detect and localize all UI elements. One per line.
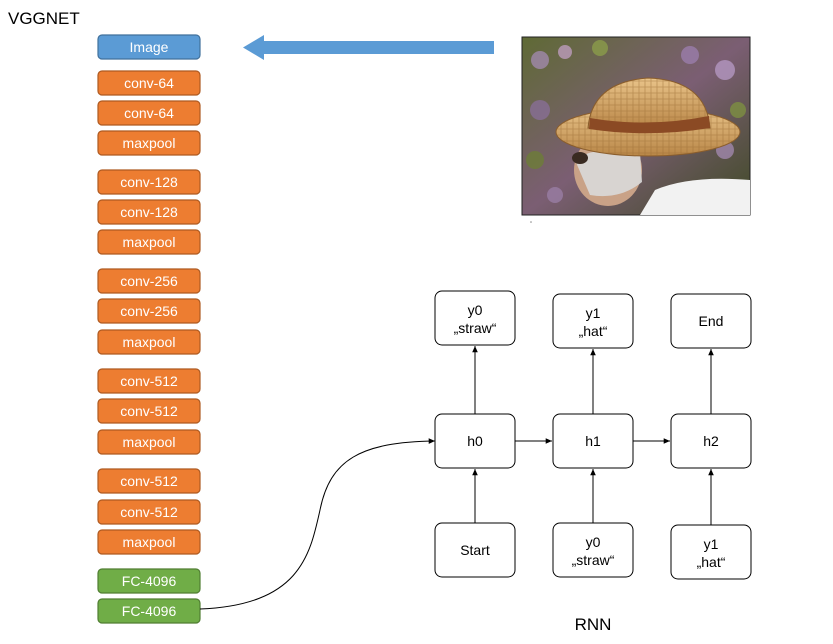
rnn-input-1: y0 „straw“ — [552, 522, 634, 578]
vgg-layer-box — [97, 229, 201, 255]
rnn-input-2-sublabel: „hat“ — [697, 554, 726, 570]
vgg-layer-label: conv-128 — [120, 174, 178, 190]
rnn-hidden-h0: h0 — [434, 413, 516, 469]
fc-to-h0-connector — [199, 438, 436, 610]
rnn-output-1: y1 „hat“ — [552, 293, 634, 349]
vgg-layer-10: conv-512 — [97, 368, 201, 394]
vgg-layer-8: conv-256 — [97, 298, 201, 324]
vgg-layer-label: maxpool — [123, 534, 176, 550]
vggnet-title: VGGNET — [8, 9, 80, 28]
vgg-layer-12: maxpool — [97, 429, 201, 455]
vgg-layer-box — [97, 268, 201, 294]
rnn-input-1-label: y0 — [586, 534, 601, 550]
vgg-layer-box — [97, 468, 201, 494]
vgg-layer-box — [97, 100, 201, 126]
vgg-layer-label: conv-256 — [120, 303, 178, 319]
rnn-input-0-label: Start — [460, 542, 490, 558]
vgg-layer-2: conv-64 — [97, 100, 201, 126]
vgg-layer-4: conv-128 — [97, 169, 201, 195]
vgg-layer-14: conv-512 — [97, 499, 201, 525]
vgg-layer-label: conv-512 — [120, 373, 178, 389]
vgg-layer-box — [97, 529, 201, 555]
rnn-input-2-box — [670, 524, 752, 580]
vgg-layer-box — [97, 568, 201, 594]
vgg-layer-3: maxpool — [97, 130, 201, 156]
rnn-input-2: y1 „hat“ — [670, 524, 752, 580]
rnn-output-0-box — [434, 290, 516, 346]
image-input-box: Image — [97, 34, 201, 60]
rnn-output-2: End — [670, 293, 752, 349]
rnn-output-1-sublabel: „hat“ — [579, 323, 608, 339]
vgg-layer-label: conv-64 — [124, 75, 174, 91]
vgg-layer-5: conv-128 — [97, 199, 201, 225]
vgg-layer-15: maxpool — [97, 529, 201, 555]
vgg-layer-box — [97, 70, 201, 96]
vgg-layer-label: maxpool — [123, 234, 176, 250]
vgg-layer-box — [97, 298, 201, 324]
vgg-layer-6: maxpool — [97, 229, 201, 255]
vgg-layer-label: conv-128 — [120, 204, 178, 220]
vgg-layer-label: conv-512 — [120, 504, 178, 520]
vgg-layer-stack: conv-64 conv-64 maxpool conv-128 conv-128 max… — [97, 70, 201, 624]
image-input-label: Image — [130, 39, 169, 55]
vgg-layer-9: maxpool — [97, 329, 201, 355]
rnn-input-2-label: y1 — [704, 536, 719, 552]
vgg-layer-box — [97, 398, 201, 424]
vgg-layer-box — [97, 329, 201, 355]
vgg-layer-box — [97, 199, 201, 225]
vgg-layer-box — [97, 169, 201, 195]
flower-background — [526, 40, 746, 203]
vgg-layer-label: conv-512 — [120, 473, 178, 489]
image-flow-arrow — [243, 35, 494, 60]
rnn-hidden-h0-label: h0 — [467, 433, 483, 449]
vgg-layer-11: conv-512 — [97, 398, 201, 424]
rnn-input-0: Start — [434, 522, 516, 578]
vgg-layer-label: conv-256 — [120, 273, 178, 289]
rnn-output-2-box — [670, 293, 752, 349]
vgg-layer-17: FC-4096 — [97, 598, 201, 624]
rnn-output-0: y0 „straw“ — [434, 290, 516, 346]
rnn-output-1-label: y1 — [586, 305, 601, 321]
vgg-layer-13: conv-512 — [97, 468, 201, 494]
vgg-layer-1: conv-64 — [97, 70, 201, 96]
vgg-layer-box — [97, 499, 201, 525]
vgg-layer-7: conv-256 — [97, 268, 201, 294]
vgg-layer-label: maxpool — [123, 135, 176, 151]
vgg-layer-label: maxpool — [123, 434, 176, 450]
vgg-layer-label: conv-64 — [124, 105, 174, 121]
vgg-layer-box — [97, 368, 201, 394]
vgg-layer-label: conv-512 — [120, 403, 178, 419]
rnn-output-2-label: End — [699, 313, 724, 329]
vgg-layer-box — [97, 130, 201, 156]
rnn-hidden-h2-label: h2 — [703, 433, 719, 449]
rnn-input-1-sublabel: „straw“ — [572, 552, 615, 568]
rnn-input-1-box — [552, 522, 634, 578]
vgg-layer-box — [97, 429, 201, 455]
rnn-output-0-label: y0 — [468, 302, 483, 318]
vgg-layer-16: FC-4096 — [97, 568, 201, 594]
vgg-layer-label: maxpool — [123, 334, 176, 350]
rnn-title: RNN — [575, 615, 612, 634]
rnn-hidden-h1-label: h1 — [585, 433, 601, 449]
rnn-output-0-sublabel: „straw“ — [454, 320, 497, 336]
vgg-layer-label: FC-4096 — [122, 603, 177, 619]
rnn-hidden-h2: h2 — [670, 413, 752, 469]
vgg-layer-box — [97, 598, 201, 624]
rnn-hidden-h1: h1 — [552, 413, 634, 469]
rnn-output-1-box — [552, 293, 634, 349]
input-photo — [521, 36, 751, 223]
vgg-layer-label: FC-4096 — [122, 573, 177, 589]
